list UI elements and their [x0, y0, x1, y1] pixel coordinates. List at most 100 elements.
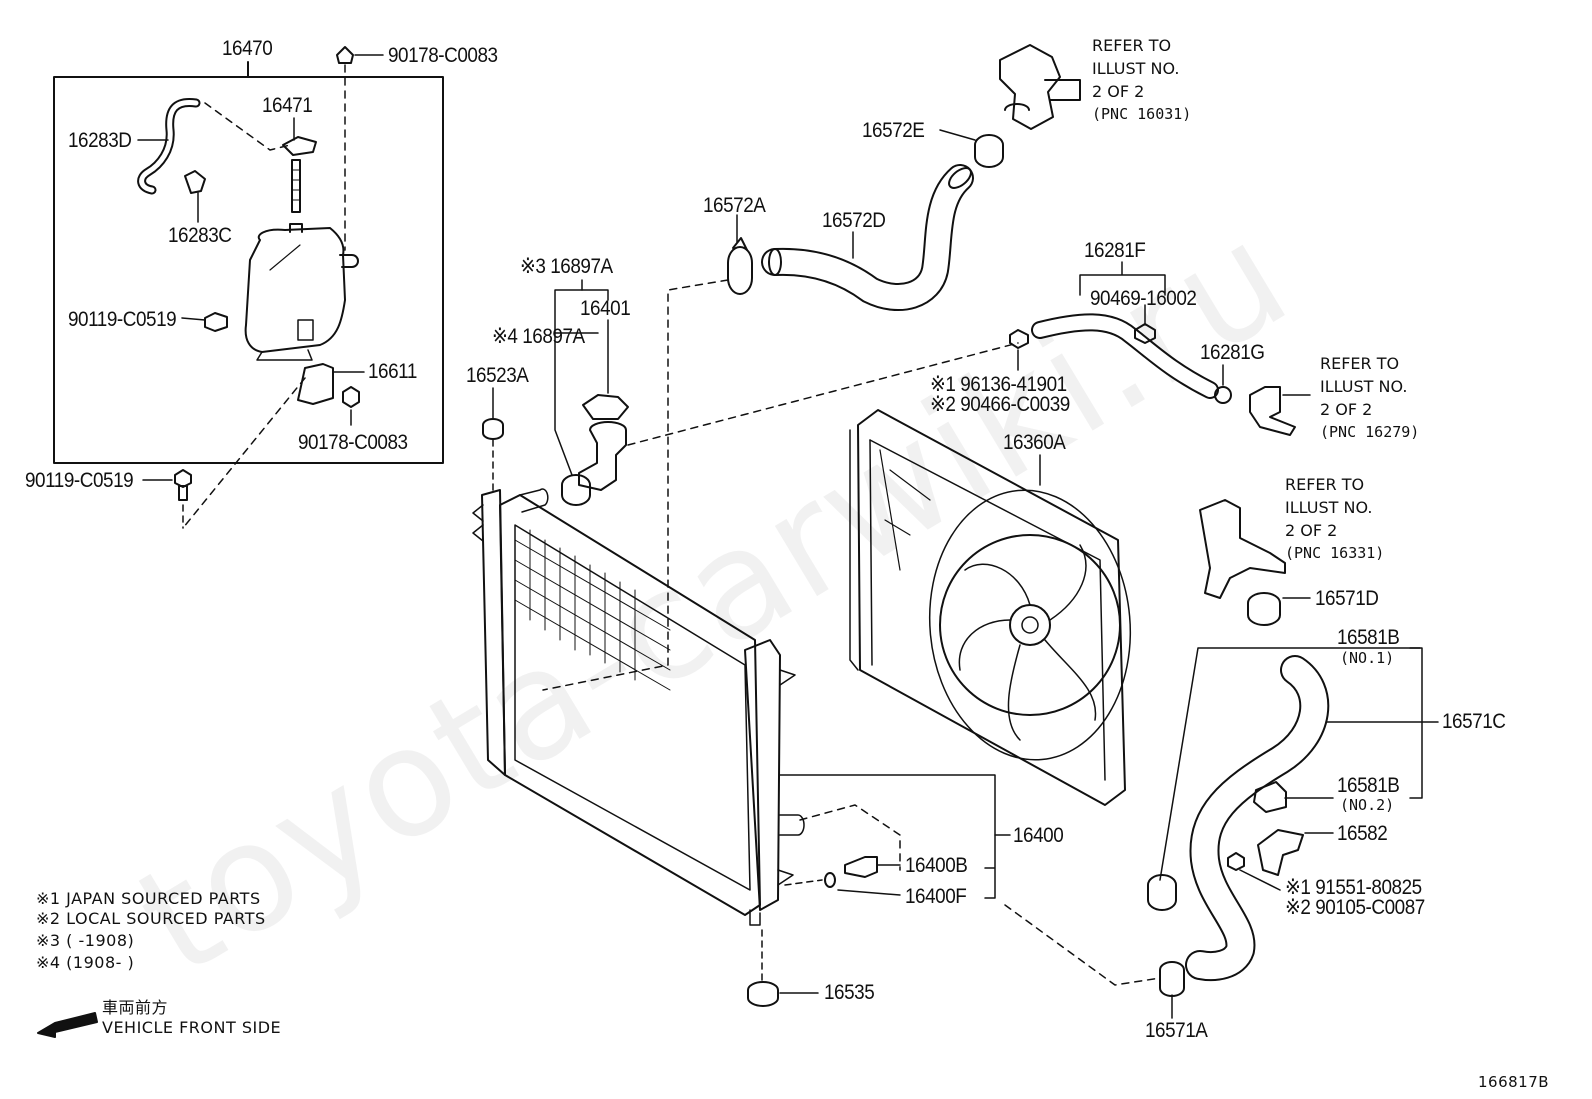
- label-16283C: 16283C: [168, 224, 232, 247]
- bracket-16400: [779, 774, 996, 899]
- bolt-90119-tank: [204, 312, 228, 332]
- legend-note-3: ※3 ( -1908): [36, 931, 135, 950]
- refer-note-line: ILLUST NO.: [1092, 59, 1180, 78]
- o-ring-16400F: [824, 872, 836, 888]
- label-16535: 16535: [824, 981, 875, 1004]
- nut-90178-bot: [342, 386, 360, 408]
- legend-note-4: ※4 (1908- ): [36, 953, 135, 972]
- label-16581B-2-sub: (NO.2): [1340, 796, 1395, 814]
- refer-note-16279: REFER TO ILLUST NO. 2 OF 2 (PNC 16279): [1320, 352, 1419, 444]
- label-16571A: 16571A: [1145, 1019, 1208, 1042]
- cap-16471: [282, 136, 317, 156]
- radiator-outlet: [779, 814, 805, 836]
- label-90469: 90469-16002: [1090, 287, 1197, 310]
- label-16283D: 16283D: [68, 129, 132, 152]
- bracket-16571C: [1325, 647, 1423, 799]
- nut-90178-top: [336, 46, 354, 64]
- label-16400B: 16400B: [905, 854, 968, 877]
- label-16611: 16611: [368, 360, 417, 383]
- bolt-91551: [1227, 852, 1245, 871]
- clip-16581B-1: [1147, 874, 1177, 911]
- legend-japan: ※1 JAPAN SOURCED PARTS: [36, 889, 261, 908]
- refer-note-16031: REFER TO ILLUST NO. 2 OF 2 (PNC 16031): [1092, 34, 1191, 126]
- label-91551: ※1 91551-80825: [1285, 876, 1422, 899]
- refer-note-line: 2 OF 2: [1285, 521, 1338, 540]
- fan-hub: [1009, 604, 1051, 646]
- bracket-16611: [297, 363, 334, 405]
- refer-note-line: ILLUST NO.: [1320, 377, 1408, 396]
- label-16572A: 16572A: [703, 194, 766, 217]
- radiator-inlet: [519, 488, 549, 513]
- vehicle-front-arrow: [37, 1012, 98, 1038]
- label-16581B-1-sub: (NO.1): [1340, 649, 1395, 667]
- clip-90469: [1134, 323, 1156, 344]
- fan-ring-outer: [928, 489, 1132, 761]
- drain-cock-16400B: [844, 856, 878, 878]
- radiator-cap-16401: [582, 394, 629, 420]
- grommet-16523A: [482, 418, 504, 440]
- filler-neck-16897A: [578, 421, 627, 491]
- label-90178-top: 90178-C0083: [388, 44, 498, 67]
- label-16572D: 16572D: [822, 209, 886, 232]
- dash-radiator-to-lower-hose: [1004, 904, 1161, 986]
- label-16400: 16400: [1013, 824, 1064, 847]
- refer-note-line: REFER TO: [1285, 475, 1365, 494]
- dash-outlet-to-drain: [799, 804, 901, 871]
- bolt-90119-outside: [174, 469, 192, 488]
- reservoir-tank: [244, 227, 346, 353]
- diagram-code: 166817B: [1478, 1073, 1550, 1091]
- fan-ring: [939, 534, 1121, 716]
- label-90178-bot: 90178-C0083: [298, 431, 408, 454]
- tank-bolt: [291, 159, 301, 213]
- refer-note-line: 2 OF 2: [1320, 400, 1373, 419]
- leader-16581B-1: [1159, 647, 1421, 881]
- radiator-bottom-pin: [749, 909, 761, 926]
- label-16581B-1: 16581B: [1337, 626, 1400, 649]
- label-90119-outside: 90119-C0519: [25, 469, 134, 492]
- clamp-16281G: [1214, 386, 1232, 404]
- leader-16572E: [939, 129, 976, 141]
- clamp-16283C: [184, 170, 206, 194]
- dash-clamp-to-radiator: [542, 279, 729, 691]
- label-16582: 16582: [1337, 822, 1388, 845]
- label-16571D: 16571D: [1315, 587, 1379, 610]
- refer-note-pnc: (PNC 16279): [1320, 423, 1420, 441]
- label-16897A-4: ※4 16897A: [492, 325, 585, 348]
- label-90119-tank: 90119-C0519: [68, 308, 177, 331]
- refer-note-line: REFER TO: [1092, 36, 1172, 55]
- legend-local: ※2 LOCAL SOURCED PARTS: [36, 909, 266, 928]
- radiator-right-tank: [744, 639, 781, 911]
- fitting-16279: [1249, 386, 1296, 436]
- clamp-16572A: [727, 246, 753, 295]
- label-96136: ※1 96136-41901: [930, 373, 1067, 396]
- water-outlet: [999, 44, 1061, 130]
- label-16897A-3: ※3 16897A: [520, 255, 613, 278]
- refer-note-16331: REFER TO ILLUST NO. 2 OF 2 (PNC 16331): [1285, 473, 1384, 565]
- dash-bracket-to-radiator: [182, 377, 306, 529]
- leader-16400F: [837, 889, 901, 896]
- label-16401: 16401: [580, 297, 631, 320]
- label-90105: ※2 90105-C0087: [1285, 896, 1425, 919]
- radiator-core: [499, 494, 761, 916]
- label-16281F: 16281F: [1084, 239, 1146, 262]
- label-90466: ※2 90466-C0039: [930, 393, 1070, 416]
- label-16360A: 16360A: [1003, 431, 1066, 454]
- leader-90119-tank: [181, 317, 206, 321]
- bracket-16281F: [1079, 261, 1166, 296]
- water-inlet-16331: [1199, 499, 1286, 599]
- refer-note-pnc: (PNC 16031): [1092, 105, 1192, 123]
- radiator-left-tank: [481, 489, 506, 776]
- fan-shroud-16360A: [857, 409, 1126, 806]
- fan-blades: [958, 544, 1097, 741]
- label-16571C: 16571C: [1442, 710, 1506, 733]
- dash-filler-to-hose: [627, 342, 1019, 446]
- leader-91551: [1239, 869, 1281, 891]
- refer-note-line: ILLUST NO.: [1285, 498, 1373, 517]
- label-16281G: 16281G: [1200, 341, 1265, 364]
- refer-note-line: 2 OF 2: [1092, 82, 1145, 101]
- refer-note-pnc: (PNC 16331): [1285, 544, 1385, 562]
- label-16523A: 16523A: [466, 364, 529, 387]
- refer-note-line: REFER TO: [1320, 354, 1400, 373]
